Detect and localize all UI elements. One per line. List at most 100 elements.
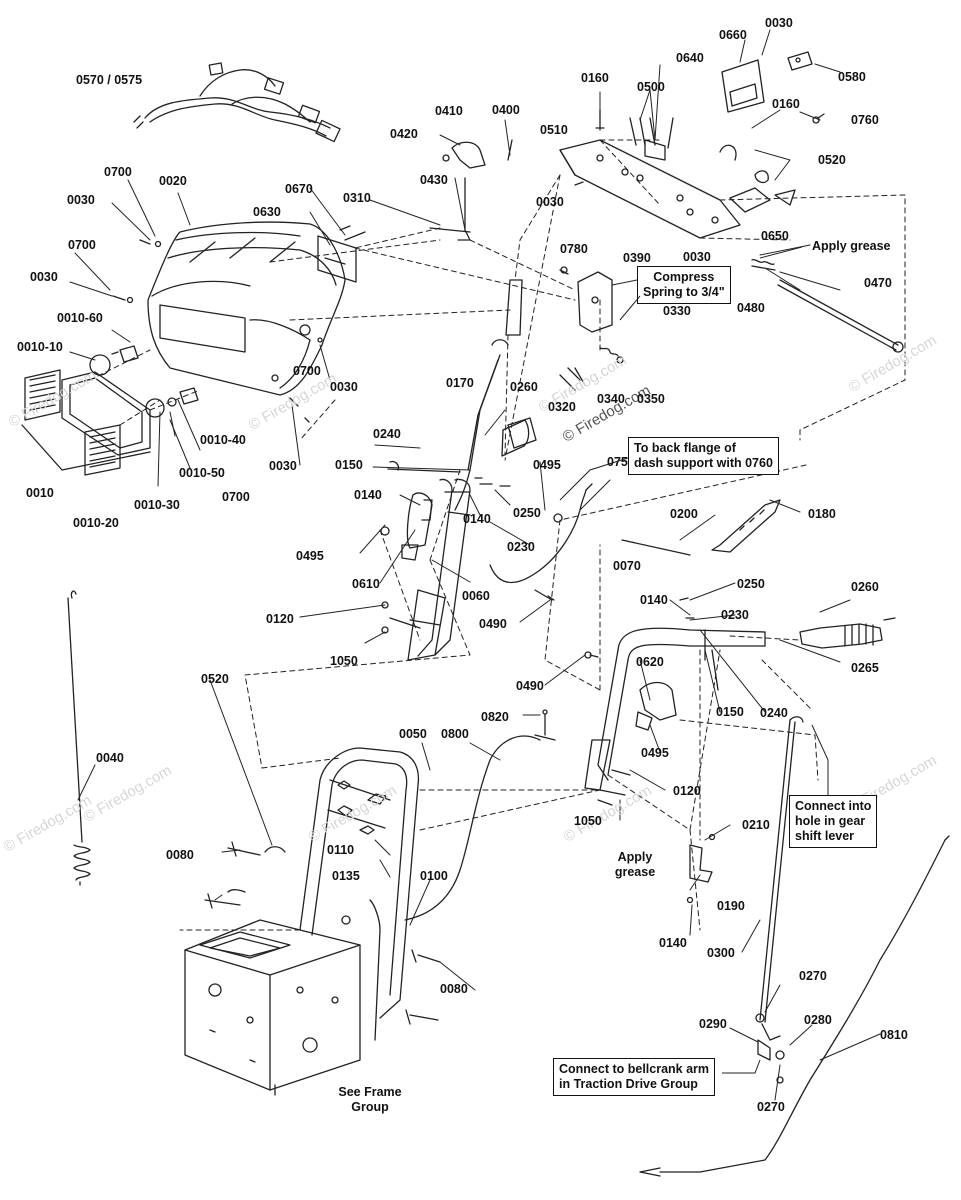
part-label: 0610 [352,577,380,591]
part-label: 0140 [463,512,491,526]
part-label: 0400 [492,103,520,117]
note-line: See Frame [338,1085,402,1099]
callout-back-flange: To back flange of dash support with 0760 [628,437,779,475]
part-label: 0700 [104,165,132,179]
callout-line: To back flange of [634,441,736,455]
part-label: 0280 [804,1013,832,1027]
part-label: 0200 [670,507,698,521]
part-label: 0260 [510,380,538,394]
part-label: 0265 [851,661,879,675]
part-label: 0230 [721,608,749,622]
callout-line: Compress [653,270,715,284]
note-line: Group [351,1100,389,1114]
handle-0060 [380,279,530,661]
part-label: 0010-50 [179,466,225,480]
part-label: 0520 [818,153,846,167]
part-label: 0210 [742,818,770,832]
housing-screws [112,239,323,423]
lower-handle-0050 [204,747,441,1041]
part-label: 0010-30 [134,498,180,512]
part-label: 0030 [536,195,564,209]
cable-0750 [489,483,593,601]
part-label: 0010-20 [73,516,119,530]
part-label: 0810 [880,1028,908,1042]
part-label: 0700 [293,364,321,378]
part-label: 0170 [446,376,474,390]
cable-0810 [639,835,950,1177]
part-label: 0320 [548,400,576,414]
part-label-0570-0575: 0570 / 0575 [76,73,143,87]
callout-line: Connect into [795,799,872,813]
part-label: 0310 [343,191,371,205]
part-label: 0470 [864,276,892,290]
part-label: 0350 [637,392,665,406]
part-label: 0240 [373,427,401,441]
part-label: 0250 [737,577,765,591]
part-label: 0100 [420,869,448,883]
part-label: 0160 [772,97,800,111]
part-label: 0010-60 [57,311,103,325]
part-label: 0495 [296,549,324,563]
callout-gear-shift-lever: Connect into hole in gear shift lever [789,795,878,848]
shift-rod-0470 [751,258,904,353]
apply-grease-note: Apply grease [605,850,665,880]
part-label: 0510 [540,123,568,137]
part-label: 0030 [683,250,711,264]
part-label: 0190 [717,899,745,913]
part-label: 0080 [440,982,468,996]
part-label: 0300 [707,946,735,960]
callout-line: shift lever [795,829,855,843]
part-label: 0030 [765,16,793,30]
part-label: 0700 [222,490,250,504]
part-label: 0010 [26,486,54,500]
part-label: 0410 [435,104,463,118]
part-label: 0520 [201,672,229,686]
part-label: 0135 [332,869,360,883]
part-label: 0820 [481,710,509,724]
see-frame-group-note: See Frame Group [330,1085,410,1115]
part-label: 0030 [330,380,358,394]
part-label: 0800 [441,727,469,741]
part-label: 0120 [673,784,701,798]
switch-plate [719,51,825,213]
part-label: 0330 [663,304,691,318]
part-label: 0270 [799,969,827,983]
dash-housing [147,221,346,396]
part-label: 0620 [636,655,664,669]
part-label: 0140 [354,488,382,502]
part-label: 0050 [399,727,427,741]
part-label: 0390 [623,251,651,265]
part-label: 0495 [533,458,561,472]
part-label: 0490 [516,679,544,693]
part-label: 0670 [285,182,313,196]
part-label: 0500 [637,80,665,94]
part-label: 0040 [96,751,124,765]
note-line: grease [614,865,656,879]
cable-0800 [404,709,556,921]
part-label: 0150 [716,705,744,719]
callout-compress-spring: Compress Spring to 3/4" [637,266,731,304]
part-label: 0240 [760,706,788,720]
part-label: 0270 [757,1100,785,1114]
part-label: 0250 [513,506,541,520]
part-label: 0260 [851,580,879,594]
part-label: 0140 [659,936,687,950]
frame-box [184,919,361,1096]
lever-0180 [621,499,781,556]
wiring-harness [133,62,341,143]
part-label: 0290 [699,1017,727,1031]
bracket-0630 [317,225,366,283]
note-line: Apply [617,850,653,864]
part-label: 0700 [68,238,96,252]
part-label: 0650 [761,229,789,243]
part-label: 0495 [641,746,669,760]
part-label: 0120 [266,612,294,626]
part-label: 0630 [253,205,281,219]
callout-bellcrank: Connect to bellcrank arm in Traction Dri… [553,1058,716,1096]
callout-line: dash support with 0760 [634,456,773,470]
part-label: 0010-40 [200,433,246,447]
part-label: 0070 [613,559,641,573]
